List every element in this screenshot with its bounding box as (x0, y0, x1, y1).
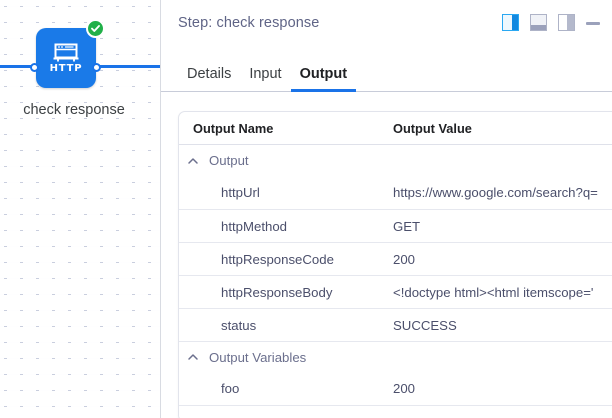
table-row[interactable]: httpMethod GET (179, 209, 612, 242)
table-header-row: Output Name Output Value (179, 112, 612, 145)
check-circle-icon (86, 19, 105, 38)
panel-right-icon[interactable] (502, 14, 519, 31)
table-row[interactable]: httpUrl https://www.google.com/search?q= (179, 176, 612, 209)
panel-body: Output Name Output Value Output (161, 92, 612, 418)
tab-output[interactable]: Output (290, 66, 357, 92)
output-name-cell: httpResponseBody (221, 284, 333, 300)
table-group-label-wrap: Output Variables (179, 350, 393, 365)
http-node-icon (52, 42, 80, 62)
panel-header: Step: check response (161, 0, 612, 45)
table-group-row-output-variables[interactable]: Output Variables (179, 341, 612, 372)
output-table: Output Name Output Value Output (178, 111, 612, 418)
table-footer-spacer (179, 405, 612, 418)
output-value-cell: SUCCESS (393, 317, 457, 333)
table-row[interactable]: status SUCCESS (179, 308, 612, 341)
panel-left-icon[interactable] (558, 14, 575, 31)
column-header-output-name: Output Name (193, 120, 274, 136)
output-value-cell: 200 (393, 381, 416, 396)
minimize-icon[interactable] (586, 16, 600, 30)
table-group-label: Output Variables (209, 349, 307, 365)
page-title: Step: check response (178, 14, 320, 31)
panel-bottom-icon[interactable] (530, 14, 547, 31)
http-node-icon-label: HTTP (49, 63, 83, 74)
tab-input[interactable]: Input (249, 66, 282, 82)
panel-header-actions (502, 14, 600, 31)
workflow-node-label: check response (23, 102, 125, 118)
workflow-canvas[interactable]: HTTP check response (0, 0, 160, 418)
output-value-cell: GET (393, 218, 421, 234)
table-row[interactable]: httpResponseBody <!doctype html><html it… (179, 275, 612, 308)
output-name-cell: httpResponseCode (221, 251, 334, 267)
table-row[interactable]: foo 200 (179, 372, 612, 405)
output-value-cell: <!doctype html><html itemscope=' (393, 284, 594, 300)
output-name-cell: foo (221, 381, 240, 396)
table-group-row-output[interactable]: Output (179, 145, 612, 176)
workflow-node-http[interactable]: HTTP (36, 19, 105, 88)
output-name-cell: status (221, 317, 257, 333)
output-name-cell: httpUrl (221, 185, 260, 200)
output-value-cell: 200 (393, 251, 416, 267)
node-output-port[interactable] (92, 63, 101, 72)
output-name-cell: httpMethod (221, 218, 287, 234)
chevron-up-icon[interactable] (187, 351, 199, 363)
table-group-label-wrap: Output (179, 153, 393, 168)
step-detail-panel: Step: check response Details Input Outpu… (160, 0, 612, 418)
column-header-output-value: Output Value (393, 120, 472, 136)
panel-tabs: Details Input Output (161, 45, 612, 92)
table-group-label: Output (209, 153, 249, 168)
tab-details[interactable]: Details (187, 66, 232, 82)
table-row[interactable]: httpResponseCode 200 (179, 242, 612, 275)
output-value-cell: https://www.google.com/search?q= (393, 185, 598, 200)
node-input-port[interactable] (30, 63, 39, 72)
chevron-up-icon[interactable] (187, 155, 199, 167)
